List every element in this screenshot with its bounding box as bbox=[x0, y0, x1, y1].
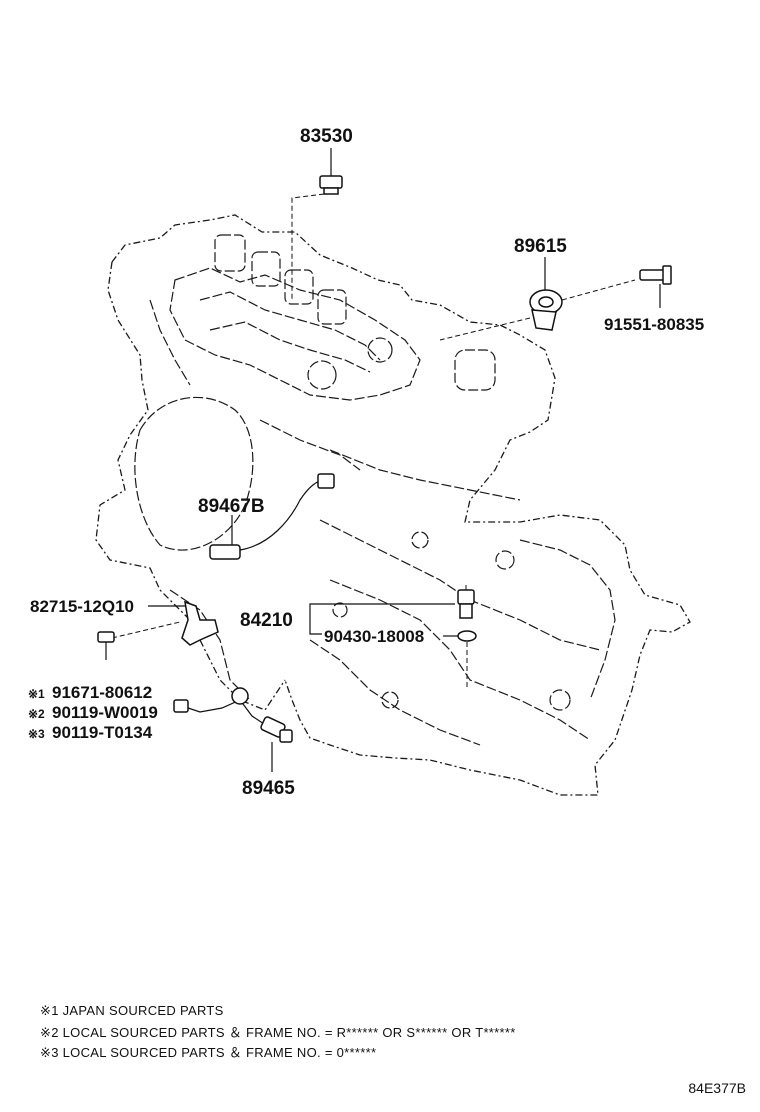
part-89615-knock-sensor[interactable] bbox=[439, 257, 636, 341]
footnote-2: ※2 LOCAL SOURCED PARTS ＆ FRAME NO. = R**… bbox=[40, 1025, 516, 1040]
marker-3: ※3 bbox=[28, 727, 45, 741]
part-82715-12q10-bracket[interactable] bbox=[111, 600, 219, 646]
label-91671-80612: 91671-80612 bbox=[52, 683, 152, 702]
label-91551-80835: 91551-80835 bbox=[604, 315, 704, 334]
marker-2: ※2 bbox=[28, 707, 45, 721]
engine-outline bbox=[95, 214, 691, 796]
footnote-1: ※1 JAPAN SOURCED PARTS bbox=[40, 1003, 224, 1018]
part-84210-neutral-switch[interactable] bbox=[309, 582, 475, 635]
label-82715-12q10: 82715-12Q10 bbox=[30, 597, 134, 616]
label-90119-t0134: 90119-T0134 bbox=[52, 723, 153, 742]
label-90430-18008: 90430-18008 bbox=[324, 627, 424, 646]
part-90430-18008-gasket[interactable] bbox=[443, 630, 477, 690]
label-89467b: 89467B bbox=[198, 496, 265, 517]
label-83530: 83530 bbox=[300, 126, 353, 147]
marker-1: ※1 bbox=[28, 687, 45, 701]
label-89615: 89615 bbox=[514, 236, 567, 257]
label-84210: 84210 bbox=[240, 610, 293, 631]
footnote-3: ※3 LOCAL SOURCED PARTS ＆ FRAME NO. = 0**… bbox=[40, 1045, 377, 1060]
part-89467b-air-fuel-ratio-sensor[interactable] bbox=[209, 473, 335, 560]
label-89465: 89465 bbox=[242, 778, 295, 799]
part-89465-oxygen-sensor[interactable] bbox=[173, 687, 293, 772]
diagram-code: 84E377B bbox=[688, 1080, 746, 1096]
label-90119-w0019: 90119-W0019 bbox=[52, 703, 158, 722]
part-91671-80612-bolt[interactable] bbox=[97, 631, 115, 660]
part-91551-80835-bolt[interactable] bbox=[639, 265, 672, 308]
part-83530-oil-pressure-switch[interactable] bbox=[291, 148, 343, 300]
